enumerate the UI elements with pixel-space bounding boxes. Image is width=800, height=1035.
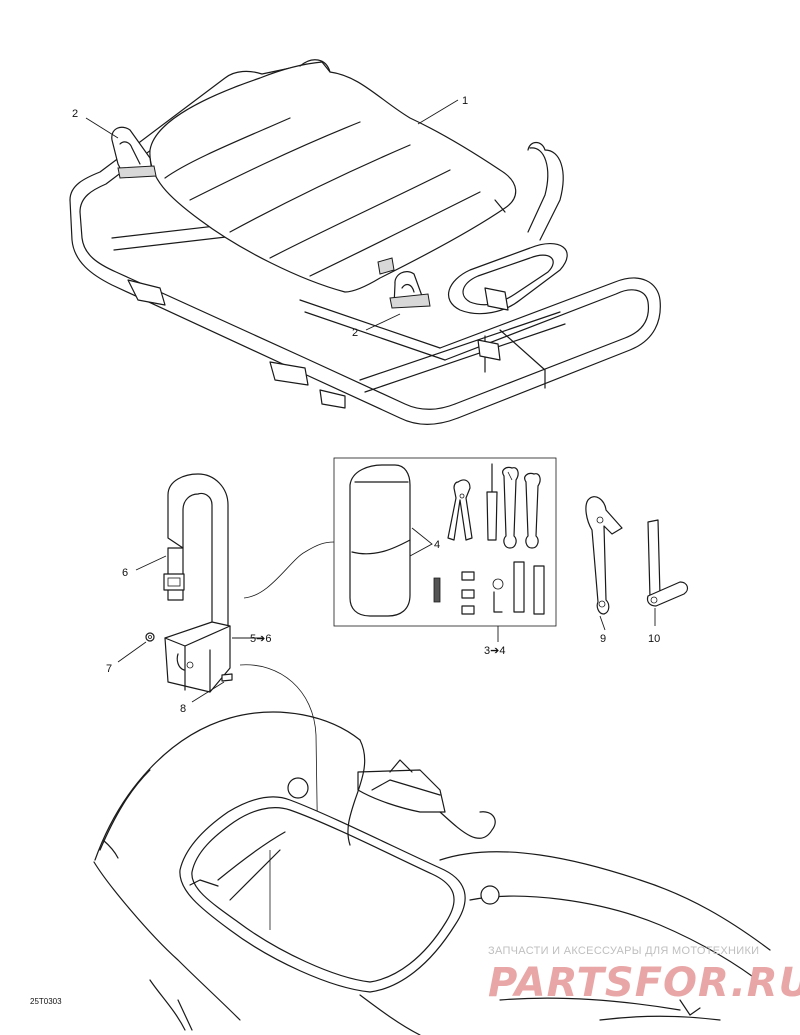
connector-bag-to-hull: [239, 664, 319, 869]
callout-5-6: 5➔6: [250, 633, 271, 645]
callout-6: 6: [122, 567, 128, 579]
fuses: [461, 571, 504, 615]
connector-strap-to-kit: [243, 541, 335, 599]
hull-storage-compartment: [93, 711, 771, 1035]
hex-key: [433, 577, 441, 603]
callout-10: 10: [648, 633, 660, 645]
cushion-bracket-right: [389, 271, 431, 309]
tool-pouch: [349, 464, 411, 617]
leader-7: [117, 641, 147, 663]
callout-7: 7: [106, 663, 112, 675]
leader-4: [409, 527, 433, 557]
screwdriver: [486, 463, 498, 541]
watermark-brand: PARTSFOR.RU: [488, 960, 800, 1006]
callout-3-4: 3➔4: [484, 645, 505, 657]
watermark-tagline: ЗАПЧАСТИ И АКСЕССУАРЫ ДЛЯ МОТОТЕХНИКИ: [488, 945, 759, 957]
wrench-2: [524, 472, 541, 549]
spark-plug-wrenches: [493, 561, 545, 615]
callout-4: 4: [434, 539, 440, 551]
callout-8: 8: [180, 703, 186, 715]
callout-9: 9: [600, 633, 606, 645]
seat-cushion: [149, 59, 517, 293]
leader-9: [599, 615, 606, 631]
rope-tool: [646, 519, 689, 607]
tool-kit-frame: [333, 457, 557, 627]
spanner-wrench: [585, 496, 623, 615]
drawing-code: 25T0303: [30, 997, 62, 1006]
cushion-bracket-left: [111, 126, 157, 179]
washer: [145, 632, 155, 642]
tool-bag-holder: [164, 621, 231, 693]
callout-2b: 2: [352, 327, 358, 339]
leader-8: [191, 681, 225, 703]
leader-1: [417, 99, 459, 125]
pliers: [447, 479, 473, 541]
leader-2a: [85, 117, 119, 139]
callout-1: 1: [462, 95, 468, 107]
callout-2a: 2: [72, 108, 78, 120]
leader-2b: [365, 313, 401, 331]
screw: [221, 673, 233, 682]
strap: [163, 473, 229, 631]
leader-6: [135, 555, 167, 571]
wrench-1: [502, 466, 519, 549]
